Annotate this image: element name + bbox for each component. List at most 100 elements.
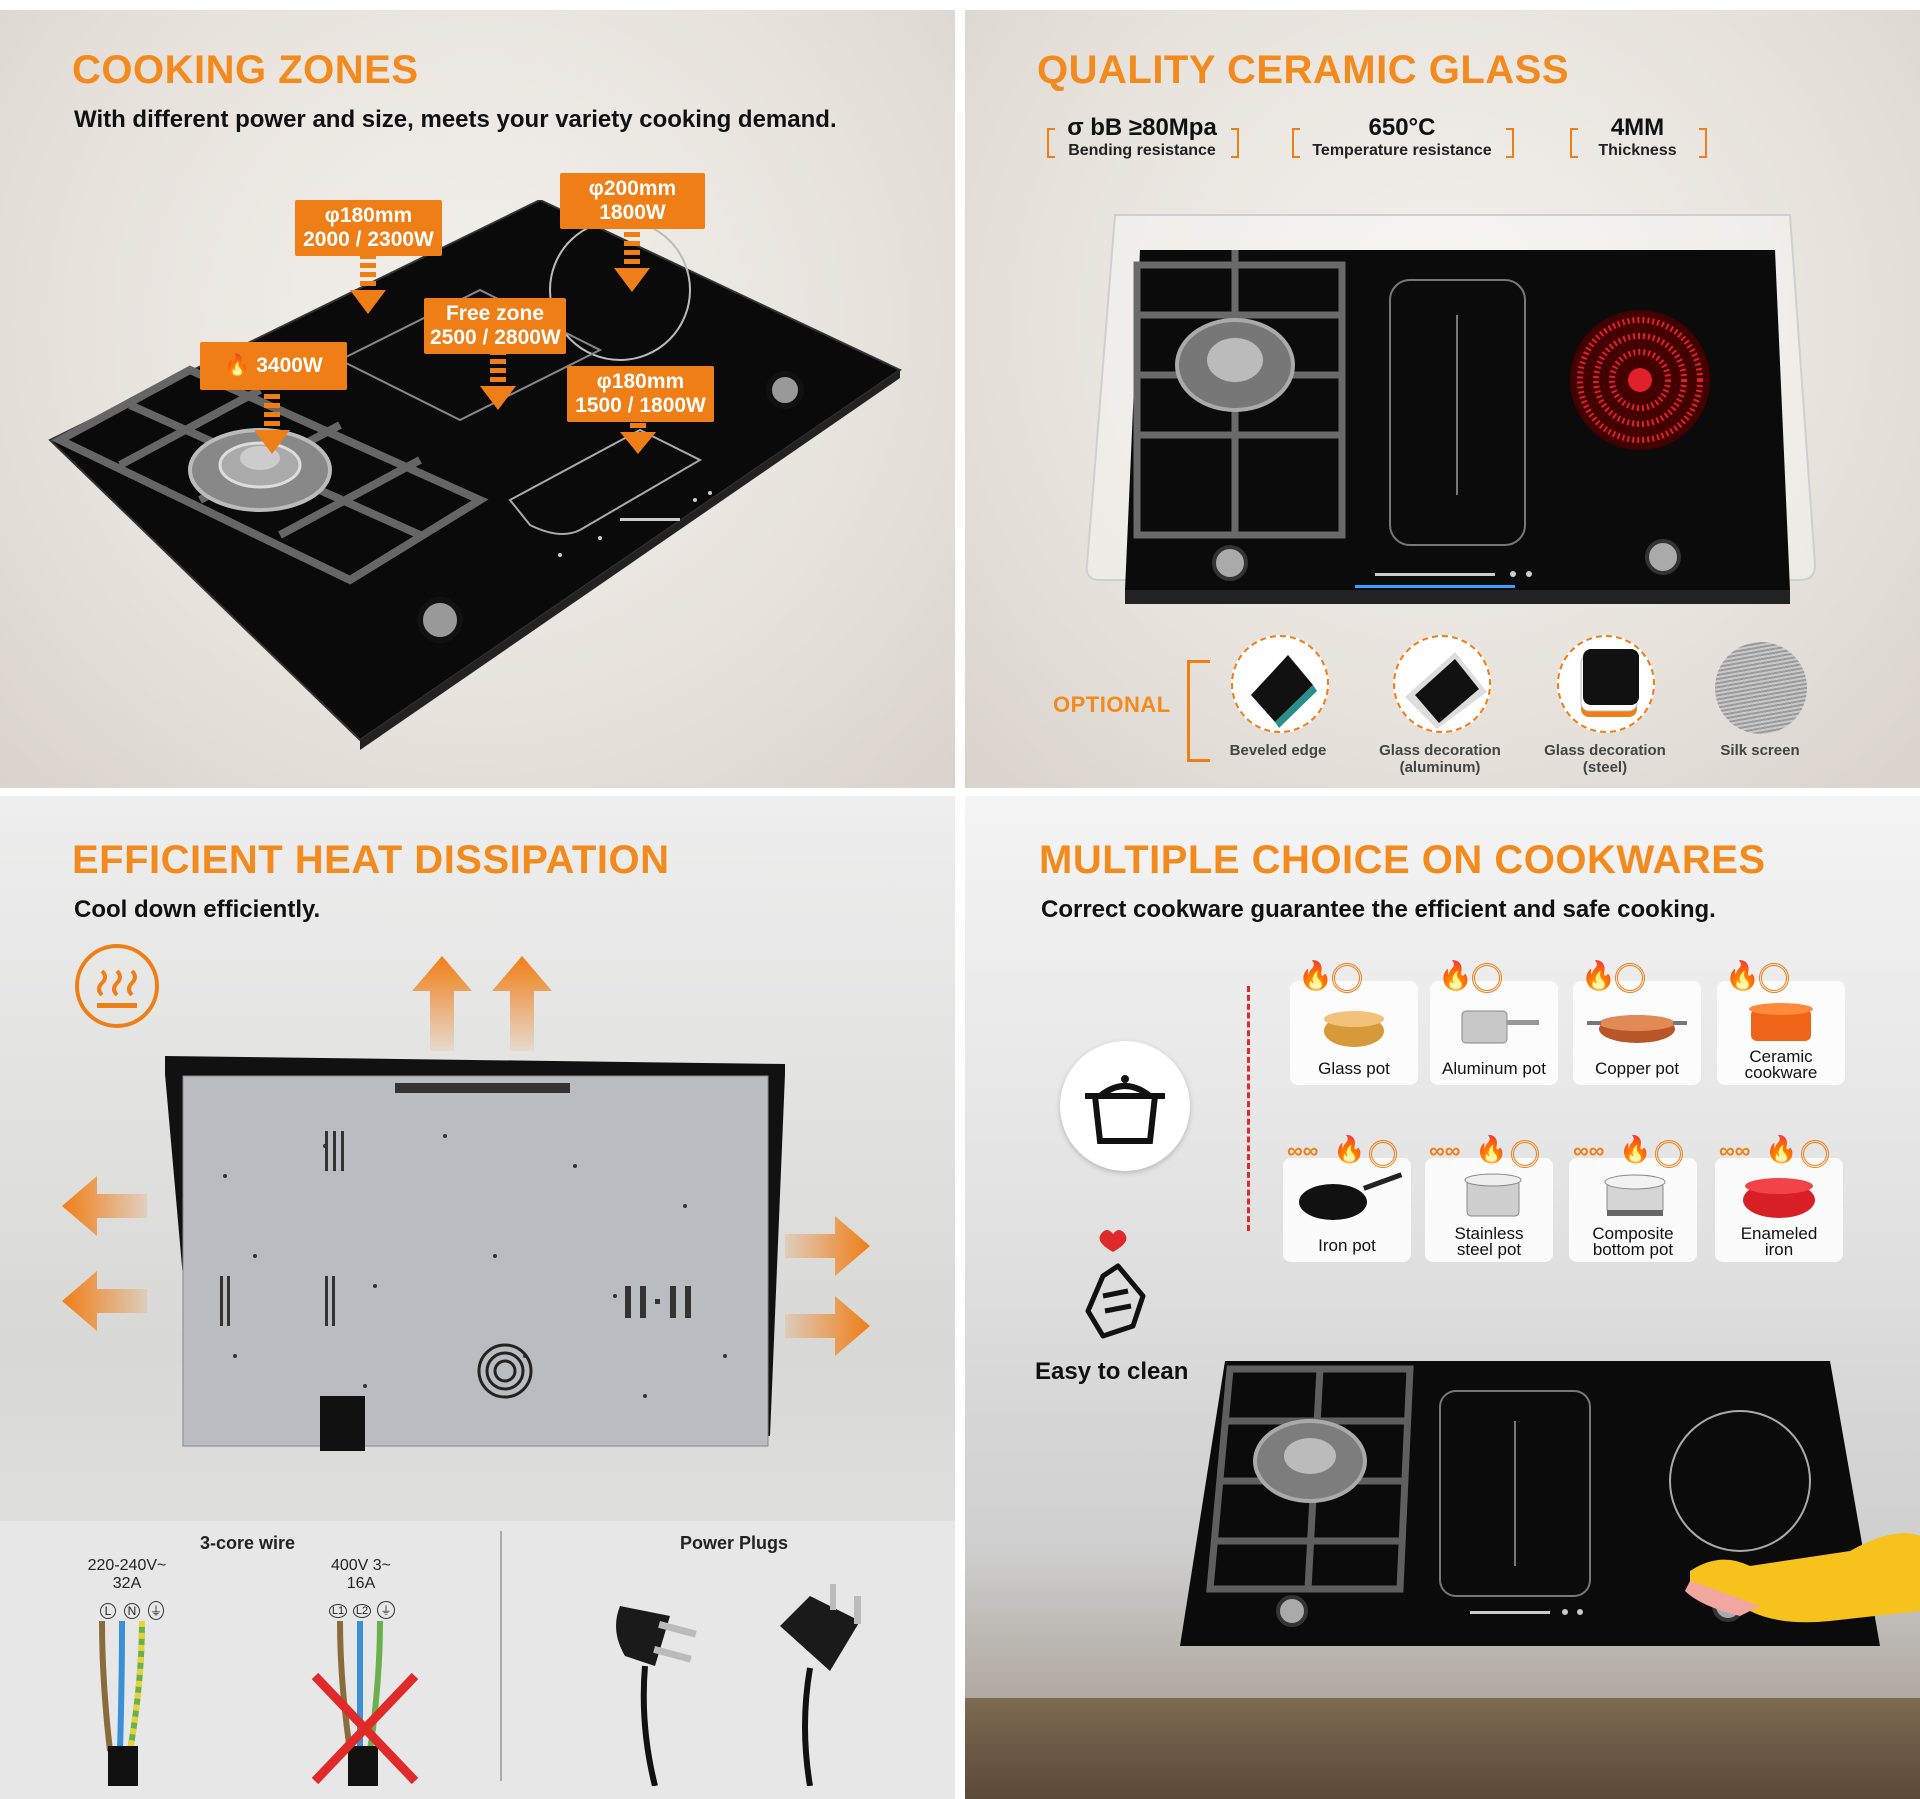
hob-front-illustration [1085,214,1817,604]
countertop-edge [965,1698,1920,1799]
arrow-right-icon [785,1216,870,1356]
bracket [1506,128,1514,158]
divider [500,1531,502,1781]
induction-coil-icon: ∞∞ [1719,1138,1751,1163]
radiant-icon [1369,1140,1397,1168]
hob-illustration [48,200,903,750]
label-line: cookware [1744,1063,1818,1082]
glass-steel-icon [1557,635,1655,733]
knob-icon [1276,1595,1308,1627]
panel-title: QUALITY CERAMIC GLASS [1037,48,1570,92]
gas-flame-icon: 🔥 [1619,1134,1652,1164]
beveled-edge-icon [1231,635,1329,733]
bracket [1231,128,1239,158]
terminal: L [100,1603,116,1619]
panel-ceramic-glass: QUALITY CERAMIC GLASS σ bB ≥80Mpa Bendin… [965,10,1920,788]
cookware-card: 🔥 Glass pot [1290,960,1418,1085]
terminal: ⏚ [148,1601,164,1620]
terminal: L2 [353,1604,371,1618]
option-line: (steel) [1582,759,1628,776]
arrow-down-icon [254,394,290,454]
current: 32A [112,1575,142,1592]
gas-flame-icon: 🔥 [1333,1134,1366,1164]
panel-subtitle: Cool down efficiently. [74,896,321,923]
cookware-card: 🔥 Aluminum pot [1430,960,1558,1085]
panel-title: MULTIPLE CHOICE ON COOKWARES [1039,838,1766,882]
zone-tag: φ180mm 1500 / 1800W [567,366,714,422]
cookware-label: Copper pot [1573,1059,1701,1078]
cookware-label: Aluminum pot [1430,1059,1558,1078]
option-line: Beveled edge [1229,742,1327,759]
zone-tag: φ200mm 1800W [560,173,705,229]
panel-subtitle: Correct cookware guarantee the efficient… [1041,896,1716,923]
panel-title: EFFICIENT HEAT DISSIPATION [72,838,670,882]
label-line: Copper pot [1594,1059,1680,1078]
uk-plug-icon [780,1584,861,1786]
radiant-icon [1801,1140,1829,1168]
copper-pot-icon [1587,1015,1687,1043]
option-label: Glass decoration (aluminum) [1365,742,1515,776]
radiant-icon [1472,963,1502,993]
radiant-icon [1759,963,1789,993]
spec-label: Thickness [1598,142,1677,159]
bracket [1570,128,1578,158]
bracket [1699,128,1707,158]
label-line: steel pot [1456,1240,1522,1259]
option-label: Glass decoration (steel) [1530,742,1680,776]
gas-flame-icon: 🔥 [1298,960,1333,991]
terminal: ⏚ [377,1601,395,1619]
panel-cookwares: MULTIPLE CHOICE ON COOKWARES Correct coo… [965,796,1920,1799]
cookware-label: Glass pot [1290,1060,1418,1077]
induction-coil-icon: ∞∞ [1573,1138,1605,1163]
zone-power: 1800W [599,201,666,224]
panel-heat-dissipation: EFFICIENT HEAT DISSIPATION Cool down eff… [0,796,955,1799]
ceramic-pot-icon [1749,1003,1813,1041]
spec-thickness: 4MM Thickness [1570,114,1705,160]
arrow-down-icon [480,350,516,410]
silk-screen-icon [1715,642,1807,734]
zone-power: 3400W [256,354,323,377]
induction-coil-icon: ∞∞ [1429,1138,1461,1163]
option-label: Beveled edge [1213,742,1343,759]
enameled-pot-icon [1743,1178,1815,1218]
label-line: Composite [1592,1224,1674,1243]
option-line: Glass decoration [1544,742,1666,759]
cookware-card: 🔥 Copper pot [1573,960,1701,1085]
zone-size: φ180mm [324,204,413,227]
terminal: L1 [329,1604,347,1618]
knob-icon [1212,545,1248,581]
option-line: Glass decoration [1379,742,1501,759]
knob-icon [1645,539,1681,575]
heart-hand-icon [1085,1230,1146,1339]
easy-clean-label: Easy to clean [1035,1358,1189,1385]
cookware-icon [1060,1041,1190,1171]
label-line: Aluminum pot [1442,1059,1546,1078]
spec-value: σ bB ≥80Mpa [1067,114,1217,141]
label-line: Stainless [1454,1224,1524,1243]
zone-power: 2500 / 2800W [430,326,561,349]
radiant-icon [1615,963,1645,993]
stainless-pot-icon [1464,1173,1522,1217]
gas-flame-icon: 🔥 [1438,960,1473,991]
cleaning-glove-icon [1685,1533,1920,1623]
zone-size: φ200mm [588,177,677,200]
arrow-down-icon [614,232,650,292]
gas-flame-icon: 🔥 [1725,960,1760,991]
glass-aluminum-icon [1393,635,1491,733]
hob-underside-illustration [165,1056,785,1451]
panel-subtitle: With different power and size, meets you… [74,106,837,133]
zone-tag: 🔥 3400W [200,342,347,390]
heat-icon [75,944,159,1028]
gas-flame-icon: 🔥 [1581,960,1616,991]
option-line: (aluminum) [1399,759,1481,776]
knob-icon [766,371,804,409]
eu-plug-icon [616,1606,697,1786]
wire-ok-icon [99,1621,145,1786]
induction-coil-icon: ∞∞ [1287,1138,1319,1163]
gas-flame-icon: 🔥 [1765,1134,1798,1164]
